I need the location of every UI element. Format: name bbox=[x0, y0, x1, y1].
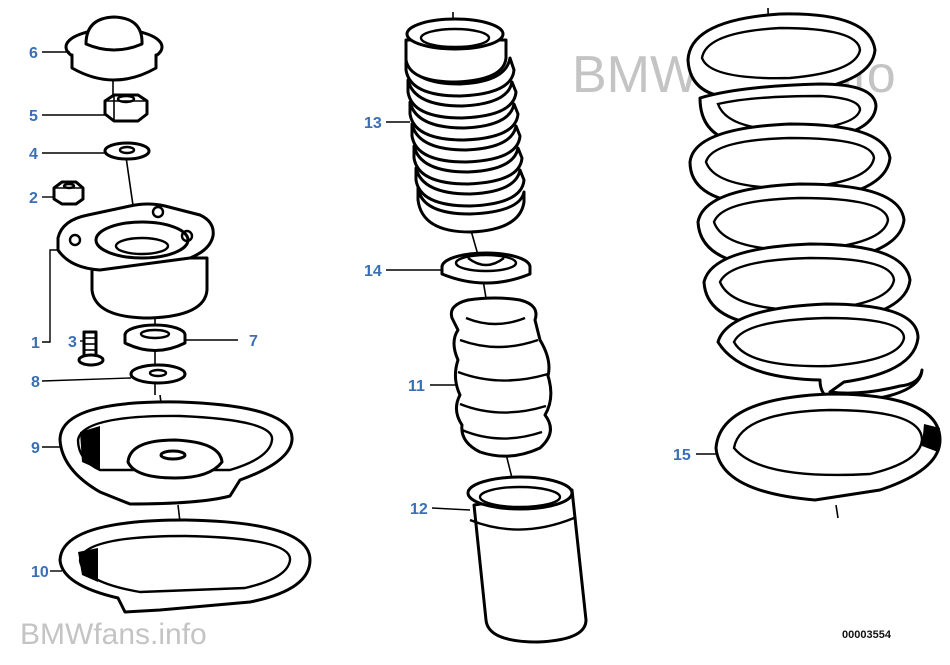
part-14-stop-plate bbox=[440, 251, 532, 285]
label-8: 8 bbox=[31, 374, 40, 391]
label-5: 5 bbox=[29, 108, 38, 125]
label-7: 7 bbox=[249, 333, 258, 350]
label-15: 15 bbox=[673, 447, 691, 464]
label-13: 13 bbox=[364, 115, 382, 132]
part-8-washer bbox=[129, 363, 187, 385]
label-4: 4 bbox=[29, 146, 38, 163]
watermark-bottom: BMWfans.info bbox=[20, 618, 207, 651]
label-6: 6 bbox=[29, 45, 38, 62]
part-13-bellows bbox=[404, 17, 526, 234]
label-1: 1 bbox=[31, 335, 40, 352]
callout-labels: 6 5 4 2 1 3 7 8 9 10 13 14 11 12 15 bbox=[29, 45, 691, 581]
part-6-cap bbox=[64, 15, 164, 82]
part-12-tube bbox=[466, 475, 588, 644]
label-2: 2 bbox=[29, 190, 38, 207]
part-10-spring-pad bbox=[58, 518, 312, 614]
label-10: 10 bbox=[31, 564, 49, 581]
label-12: 12 bbox=[410, 501, 428, 518]
label-9: 9 bbox=[31, 440, 40, 457]
part-7-bearing bbox=[123, 323, 187, 352]
drawing-number: 00003554 bbox=[842, 629, 892, 641]
label-3: 3 bbox=[68, 334, 77, 351]
label-14: 14 bbox=[364, 263, 382, 280]
part-15-coil-spring bbox=[686, 12, 924, 404]
leader-12 bbox=[431, 507, 471, 511]
part-15-spring-seat bbox=[714, 392, 942, 502]
part-11-bump-stop bbox=[449, 296, 553, 458]
part-4-washer bbox=[103, 141, 151, 161]
part-1-strut-mount bbox=[56, 202, 215, 320]
leader-8 bbox=[41, 377, 132, 382]
part-5-nut bbox=[103, 93, 149, 123]
label-11: 11 bbox=[408, 378, 425, 395]
part-2-nut bbox=[52, 180, 85, 206]
part-9-spring-seat bbox=[58, 400, 294, 506]
part-3-bolt bbox=[77, 330, 105, 367]
leader-1 bbox=[42, 249, 58, 343]
